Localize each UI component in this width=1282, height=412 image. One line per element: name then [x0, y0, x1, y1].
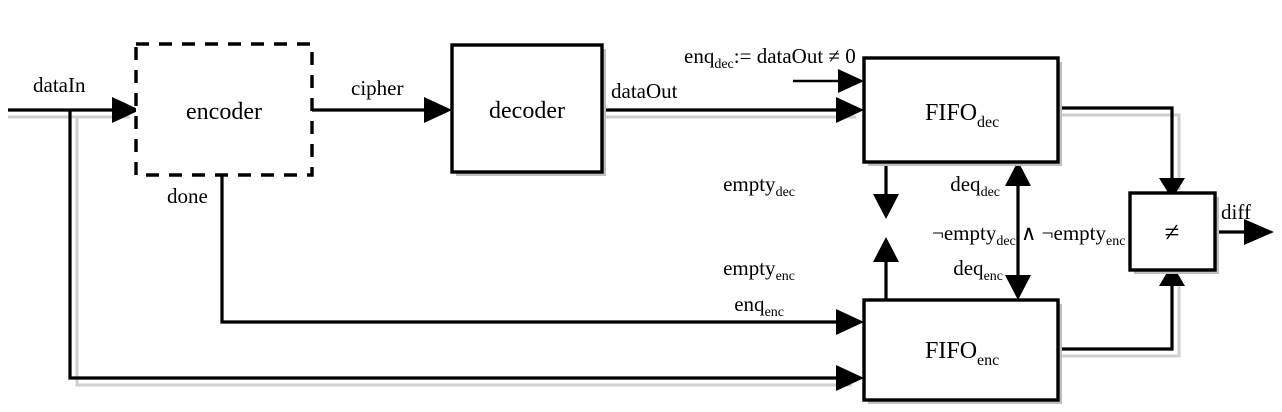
- signal-label-guard: ¬emptydec ∧ ¬emptyenc: [932, 221, 1125, 249]
- signal-label-enq-dec-expr: enqdec:= dataOut ≠ 0: [684, 44, 856, 72]
- arrowhead-emptyenc: [873, 237, 899, 262]
- block-decoder[interactable]: [450, 43, 604, 174]
- signal-label-enq-enc: enqenc: [734, 292, 784, 320]
- arrowhead-cipher: [424, 97, 452, 123]
- shadow-datain-branch: [75, 117, 852, 387]
- wire-fifoenc-to-comparator: [1058, 280, 1174, 351]
- arrowhead-emptydec: [873, 194, 899, 219]
- bus-shadow-lines: [8, 113, 1181, 387]
- arrowhead-deqdec: [1005, 161, 1031, 186]
- signal-label-datain: dataIn: [33, 73, 86, 97]
- arrowhead-dataout: [836, 97, 864, 123]
- arrowhead-datain-fifoenc: [836, 365, 864, 391]
- signal-label-deq-dec: deqdec: [950, 172, 1000, 200]
- arrowhead-datain: [112, 97, 140, 123]
- signal-label-cipher: cipher: [351, 76, 403, 100]
- arrowhead-deqenc: [1005, 275, 1031, 300]
- shadow-fifoenc-out: [1060, 276, 1181, 358]
- block-comparator[interactable]: [1128, 191, 1217, 272]
- signal-label-empty-dec: emptydec: [723, 172, 795, 200]
- block-encoder-label: encoder: [186, 99, 262, 125]
- block-fifo-enc[interactable]: [862, 298, 1060, 402]
- signal-label-done: done: [167, 184, 208, 208]
- arrowhead-diff: [1244, 219, 1274, 245]
- block-fifo-dec-label: FIFOdec: [925, 100, 999, 131]
- wire-datain-branch-to-fifoenc: [68, 110, 856, 380]
- block-fifo-dec[interactable]: [862, 56, 1060, 164]
- wire-fifodec-to-comparator: [1058, 106, 1174, 185]
- signal-label-diff: diff: [1221, 200, 1251, 224]
- arrowhead-enqenc: [836, 309, 864, 335]
- signal-label-deq-enc: deqenc: [953, 256, 1003, 284]
- arrowhead-comparator-top: [1159, 178, 1185, 199]
- shadow-fifodec-out: [1060, 113, 1181, 190]
- arrowhead-comparator-bottom: [1159, 264, 1185, 286]
- block-encoder[interactable]: [134, 42, 314, 177]
- arrowhead-enqdec: [838, 69, 864, 93]
- signal-label-dataout: dataOut: [611, 79, 678, 103]
- block-fifo-enc-label: FIFOenc: [925, 338, 999, 369]
- signal-wires: [8, 69, 1274, 391]
- block-decoder-label: decoder: [489, 98, 565, 124]
- not-equal-icon: ≠: [1165, 217, 1180, 247]
- signal-label-empty-enc: emptyenc: [723, 256, 795, 284]
- wire-done-to-enqenc: [220, 175, 856, 324]
